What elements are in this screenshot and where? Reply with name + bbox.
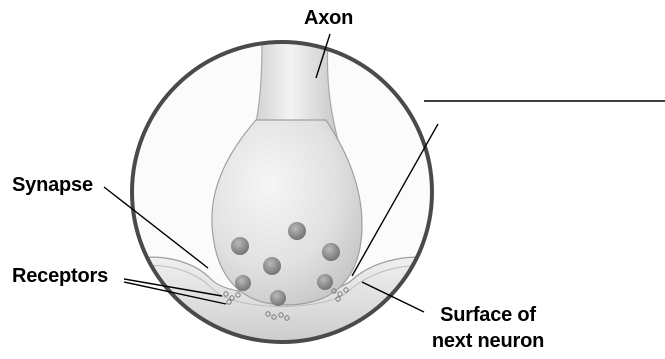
surface-label-line2: next neuron xyxy=(420,330,556,353)
synapse-label: Synapse xyxy=(12,174,93,197)
axon-label: Axon xyxy=(304,7,353,30)
surface-label-line1: Surface of xyxy=(428,304,548,327)
receptors-label: Receptors xyxy=(12,265,108,288)
magnified-view xyxy=(120,40,450,350)
